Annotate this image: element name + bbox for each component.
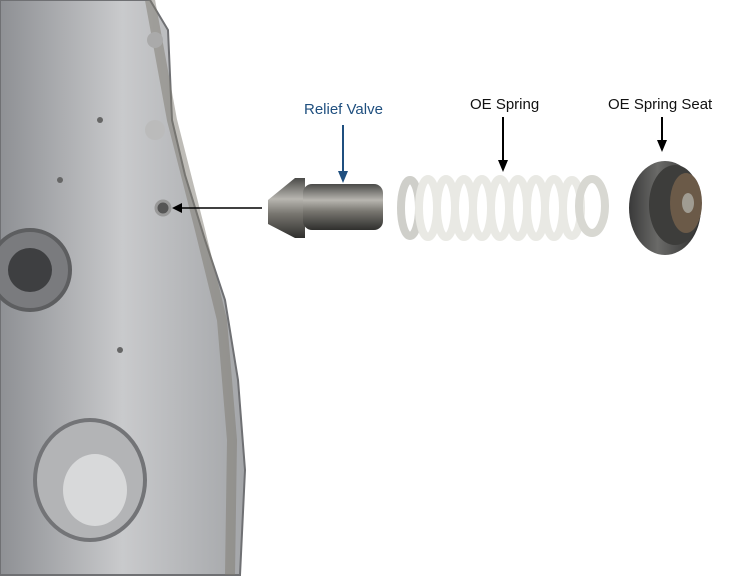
oe-spring-seat-label: OE Spring Seat [608,96,713,113]
valve-bore [154,199,172,217]
relief-valve-label: Relief Valve [304,101,383,118]
relief-valve-part [268,178,383,238]
arrow-oe-spring [498,117,508,172]
oe-spring-seat-part [629,161,702,255]
transmission-case [0,0,247,576]
arrow-to-bore [172,203,262,213]
arrow-relief-valve [338,125,348,183]
arrow-oe-spring-seat [657,117,667,152]
oe-spring-label: OE Spring [470,96,540,113]
oe-spring-part [397,175,609,241]
